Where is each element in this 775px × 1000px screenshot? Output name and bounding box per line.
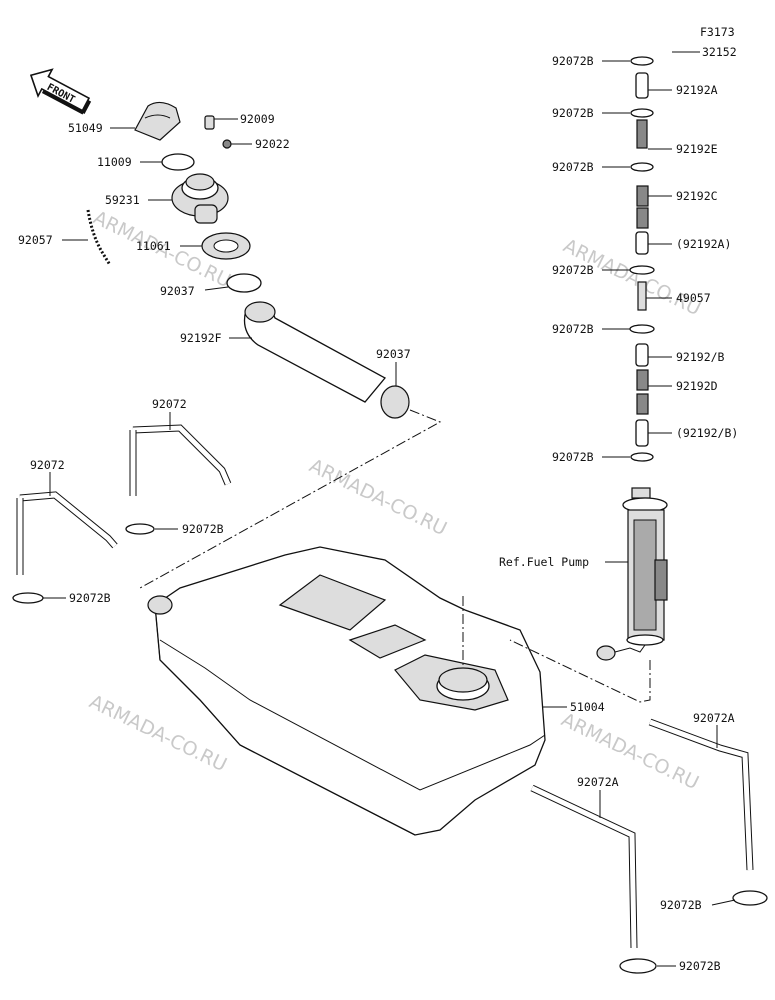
callout-92072b: 92072B [182,522,224,536]
callout-92072: 92072 [30,458,65,472]
callout-92072b: 92072B [552,263,594,277]
callout-32152: 32152 [702,45,737,59]
callout-92072: 92072 [152,397,187,411]
hose-stack [629,20,691,462]
callout-92192a: 92192A [676,83,718,97]
callout-92037: 92037 [376,347,411,361]
callout-92192b: 92192/B [676,350,725,364]
watermark-text: ARMADA-CO.RU [306,455,450,540]
figure-code: F3173 [700,25,735,39]
callout-92192a-ref: (92192A) [676,237,731,251]
callout-92072b: 92072B [660,898,702,912]
leader-lines [43,51,736,967]
callout-92192d: 92192D [676,379,718,393]
callout-51049: 51049 [68,121,103,135]
callout-92022: 92022 [255,137,290,151]
callout-92072b: 92072B [552,322,594,336]
callout-92192f: 92192F [180,331,222,345]
callout-92072b: 92072B [552,450,594,464]
callout-92072a: 92072A [577,775,619,789]
callout-92057: 92057 [18,233,53,247]
callout-11061: 11061 [136,239,171,253]
callout-92072a: 92072A [693,711,735,725]
fuel-tank [147,546,546,836]
callout-92037: 92037 [160,284,195,298]
callout-labels: 32152 92072B 92192A 92072B 92192E 92072B… [18,45,738,973]
fuel-pump [596,487,668,661]
callout-11009: 11009 [97,155,132,169]
filler-parts [86,101,410,419]
callout-92072b: 92072B [69,591,111,605]
callout-92192e: 92192E [676,142,718,156]
straps [12,424,768,974]
callout-92072b: 92072B [679,959,721,973]
callout-fuel-pump: Ref.Fuel Pump [499,555,589,569]
front-arrow: FRONT [29,68,92,115]
callout-92072b: 92072B [552,106,594,120]
callout-51004: 51004 [570,700,605,714]
callout-92192c: 92192C [676,189,718,203]
callout-92192b-ref: (92192/B) [676,426,738,440]
callout-92009: 92009 [240,112,275,126]
callout-59231: 59231 [105,193,140,207]
callout-49057: 49057 [676,291,711,305]
callout-92072b: 92072B [552,54,594,68]
callout-92072b: 92072B [552,160,594,174]
